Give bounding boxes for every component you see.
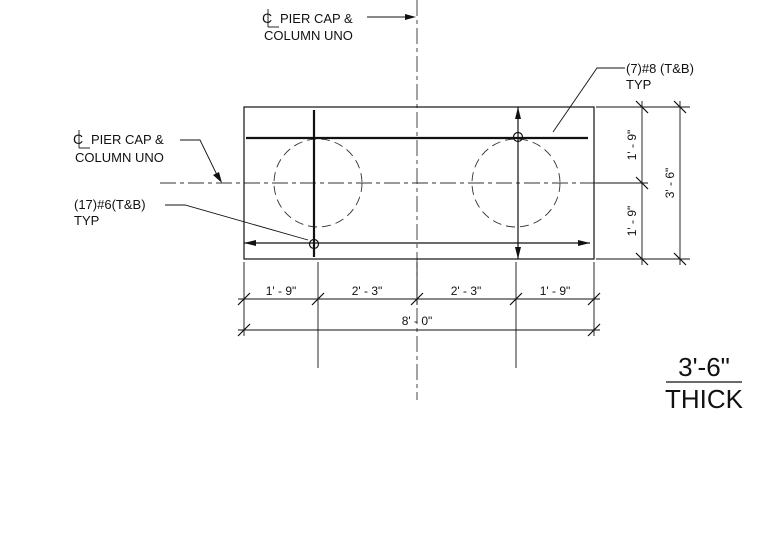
thickness-value: 3'-6" [678, 352, 730, 382]
centerline-left-label-2: COLUMN UNO [75, 150, 164, 165]
centerline-symbol-top: C [262, 9, 279, 28]
right-dimension-chain [596, 100, 690, 266]
side-bar-marker [308, 238, 320, 250]
top-bars-label-2: TYP [626, 77, 651, 92]
side-bars-label-2: TYP [74, 213, 99, 228]
left-centerline-leader-arrow [213, 172, 222, 183]
right-bar-arrow-top [515, 107, 521, 119]
right-bar-arrow-bottom [515, 247, 521, 259]
left-centerline-leader [180, 139, 219, 178]
dim-right-1: 1' - 9" [625, 130, 639, 161]
svg-text:C: C [73, 131, 83, 147]
centerline-top-label-1: PIER CAP & [280, 11, 353, 26]
dim-right-2: 1' - 9" [625, 206, 639, 237]
side-bars-leader [165, 204, 309, 241]
right-column-circle [471, 138, 561, 228]
centerline-left-label-1: PIER CAP & [91, 132, 164, 147]
top-centerline-leader-arrow [405, 14, 416, 20]
top-bar-marker [512, 131, 524, 143]
bottom-bar-arrow-right [578, 240, 590, 246]
overall-height-dimension [673, 100, 687, 266]
svg-text:C: C [262, 10, 272, 26]
dim-bottom-4: 1' - 9" [540, 284, 571, 298]
top-bars-label-1: (7)#8 (T&B) [626, 61, 694, 76]
overall-width-dimension [237, 323, 601, 337]
pier-cap-outline [243, 106, 595, 260]
dim-bottom-3: 2' - 3" [451, 284, 482, 298]
bottom-bar-arrow-left [244, 240, 256, 246]
thickness-label: THICK [665, 384, 744, 414]
dim-bottom-2: 2' - 3" [352, 284, 383, 298]
dim-overall-width: 8' - 0" [402, 314, 433, 328]
side-bars-label-1: (17)#6(T&B) [74, 197, 146, 212]
centerline-symbol-left: C [73, 130, 90, 149]
top-bars-leader [552, 67, 625, 133]
dim-bottom-1: 1' - 9" [266, 284, 297, 298]
centerline-top-label-2: COLUMN UNO [264, 28, 353, 43]
bottom-dimension-chain [237, 262, 601, 336]
left-column-circle [273, 138, 363, 228]
dim-overall-height: 3' - 6" [663, 168, 677, 199]
